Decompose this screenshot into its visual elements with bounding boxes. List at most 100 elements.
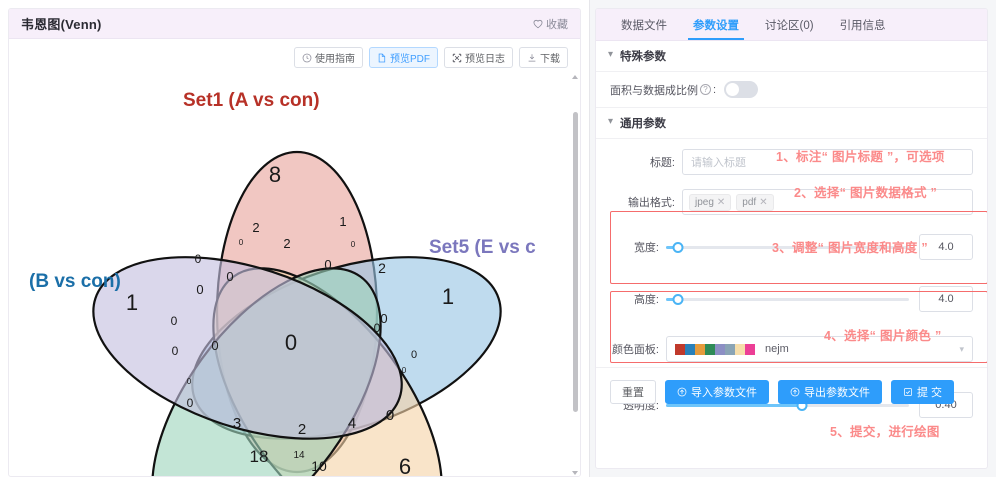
venn-set-label: (B vs con) <box>29 271 121 292</box>
palette-swatch <box>675 343 685 355</box>
palette-swatches <box>675 343 755 355</box>
venn-region-count: 0 <box>285 330 297 355</box>
width-field-row: 宽度: 4.0 <box>596 228 987 266</box>
heart-icon <box>533 19 543 29</box>
venn-region-count: 0 <box>374 321 381 335</box>
preview-pdf-label: 预览PDF <box>390 54 430 65</box>
title-input[interactable]: 请输入标题 <box>682 149 973 175</box>
usage-guide-label: 使用指南 <box>315 54 355 65</box>
slider-track <box>666 297 909 301</box>
page-title: 韦恩图(Venn) <box>21 17 102 32</box>
venn-set-label: Set1 (A vs con) <box>183 90 320 111</box>
download-button[interactable]: 下载 <box>519 47 568 68</box>
format-field-label: 输出格式: <box>627 197 675 209</box>
venn-region-count: 0 <box>226 269 233 284</box>
palette-swatch <box>685 343 695 355</box>
venn-region-count: 3 <box>233 415 241 432</box>
usage-guide-button[interactable]: 使用指南 <box>294 47 363 68</box>
height-field-label: 高度: <box>633 294 659 306</box>
venn-region-count: 10 <box>311 458 327 474</box>
palette-field-label: 颜色面板: <box>611 344 659 356</box>
submit-button[interactable]: 提 交 <box>891 380 955 404</box>
spacer <box>596 266 987 280</box>
height-field-row: 高度: 4.0 <box>596 280 987 318</box>
palette-swatch <box>705 343 715 355</box>
annotation-4: 4、选择“ 图片颜色 ” <box>824 329 942 343</box>
venn-region-count: 0 <box>171 314 178 328</box>
export-params-button[interactable]: 导出参数文件 <box>778 380 882 404</box>
action-buttons: 重置 导入参数文件 导出参数文件 <box>596 367 987 416</box>
slider-fill <box>666 403 803 407</box>
help-icon[interactable]: ? <box>700 84 711 95</box>
preview-log-label: 预览日志 <box>465 54 505 65</box>
settings-tabs: 数据文件 参数设置 讨论区(0) 引用信息 <box>596 9 987 41</box>
title-field-row: 标题: 请输入标题 <box>596 139 987 182</box>
palette-swatch <box>715 343 725 355</box>
slider-fill <box>666 297 679 301</box>
palette-swatch <box>725 343 735 355</box>
chevron-down-icon: ▾ <box>959 343 964 354</box>
venn-region-count: 2 <box>298 421 306 438</box>
scroll-up-arrow-icon[interactable] <box>572 75 578 79</box>
format-tag-pdf[interactable]: pdf ✕ <box>736 193 774 211</box>
settings-panel: 数据文件 参数设置 讨论区(0) 引用信息 ▾ 特殊参数 面积与数据成比例 ? … <box>590 0 996 477</box>
venn-region-count: 1 <box>339 214 346 229</box>
settings-card: 数据文件 参数设置 讨论区(0) 引用信息 ▾ 特殊参数 面积与数据成比例 ? … <box>595 8 988 469</box>
venn-region-count: 0 <box>324 257 331 272</box>
submit-icon <box>903 387 913 397</box>
chevron-down-icon: ▾ <box>608 116 614 127</box>
section-special-params[interactable]: ▾ 特殊参数 <box>596 41 987 72</box>
title-field-label: 标题: <box>649 157 675 169</box>
favorite-button[interactable]: 收藏 <box>533 16 568 32</box>
tab-citation[interactable]: 引用信息 <box>839 19 886 32</box>
format-select[interactable]: jpeg ✕ pdf ✕ <box>682 189 973 215</box>
section-general-params[interactable]: ▾ 通用参数 <box>596 108 987 139</box>
palette-select[interactable]: nejm ▾ <box>666 336 973 362</box>
slider-handle[interactable] <box>672 293 684 305</box>
venn-region-count: 0 <box>187 377 192 386</box>
tab-data-files[interactable]: 数据文件 <box>621 19 667 32</box>
tab-discussion[interactable]: 讨论区(0) <box>765 19 814 32</box>
vertical-scrollbar-thumb[interactable] <box>573 112 578 412</box>
width-slider[interactable] <box>666 240 909 254</box>
close-icon[interactable]: ✕ <box>759 196 768 208</box>
height-value[interactable]: 4.0 <box>919 286 973 312</box>
venn-region-count: 0 <box>411 349 417 361</box>
slider-handle[interactable] <box>672 241 684 253</box>
download-label: 下载 <box>540 54 560 65</box>
reset-button[interactable]: 重置 <box>610 380 656 404</box>
download-params-icon <box>790 387 800 397</box>
close-icon[interactable]: ✕ <box>716 196 726 208</box>
tab-parameter-settings[interactable]: 参数设置 <box>680 9 752 40</box>
import-params-button[interactable]: 导入参数文件 <box>665 380 769 404</box>
section-special-params-title: 特殊参数 <box>620 51 667 63</box>
venn-region-count: 1 <box>442 284 454 309</box>
divider <box>596 107 987 108</box>
export-params-label: 导出参数文件 <box>804 387 870 399</box>
venn-region-count: 0 <box>351 240 356 249</box>
palette-value: nejm <box>765 343 789 355</box>
reset-label: 重置 <box>622 387 644 399</box>
venn-region-count: 2 <box>252 220 259 235</box>
toggle-knob <box>726 83 740 96</box>
format-tag-jpeg[interactable]: jpeg ✕ <box>689 193 732 211</box>
result-panel: 韦恩图(Venn) 收藏 使用指南 <box>8 0 590 477</box>
preview-log-button[interactable]: 预览日志 <box>444 47 513 68</box>
section-general-params-title: 通用参数 <box>620 118 667 130</box>
area-proportional-label: 面积与数据成比例 <box>610 84 698 97</box>
image-icon <box>452 53 462 63</box>
slider-track <box>666 245 909 249</box>
result-card-header: 韦恩图(Venn) 收藏 <box>9 9 580 39</box>
width-value[interactable]: 4.0 <box>919 234 973 260</box>
palette-swatch <box>735 343 745 355</box>
favorite-label: 收藏 <box>546 18 568 31</box>
height-slider[interactable] <box>666 292 909 306</box>
title-input-placeholder: 请输入标题 <box>691 157 746 169</box>
preview-pdf-button[interactable]: 预览PDF <box>369 47 438 68</box>
scroll-down-arrow-icon[interactable] <box>572 471 578 475</box>
venn-region-count: 0 <box>380 311 387 326</box>
venn-region-count: 0 <box>196 282 203 297</box>
area-proportional-toggle[interactable] <box>724 81 759 98</box>
